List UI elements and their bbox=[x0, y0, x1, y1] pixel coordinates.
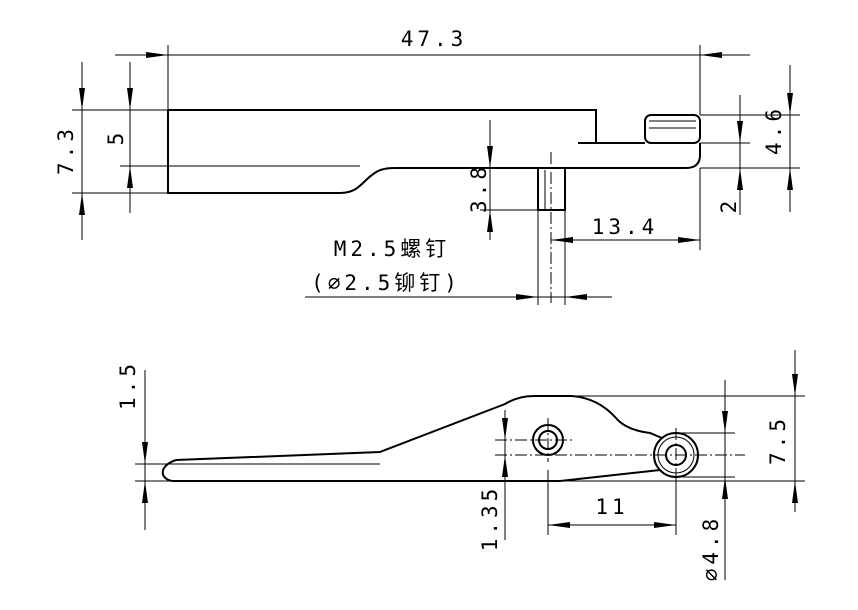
dimension-text: 13.4 bbox=[592, 215, 659, 239]
rivet-note-text: (∅2.5铆钉) bbox=[311, 271, 461, 295]
fastener-note: M2.5螺钉 (∅2.5铆钉) bbox=[305, 210, 612, 305]
arm-body-outline bbox=[167, 109, 701, 194]
extension-lines bbox=[560, 395, 805, 482]
dimension-width: 7.5 bbox=[560, 350, 805, 512]
dimension-roller-height: 4.6 bbox=[700, 65, 800, 212]
dimension-text: 7.3 bbox=[54, 125, 78, 175]
dimension-center-offset: 1.35 bbox=[478, 410, 508, 552]
dimension-text: 2 bbox=[717, 197, 741, 214]
dimension-pin-length: 3.8 bbox=[467, 120, 538, 240]
bar-outline-top bbox=[175, 395, 663, 461]
dimension-text: ∅4.8 bbox=[699, 515, 723, 582]
dimension-text: 7.5 bbox=[766, 415, 790, 465]
extension-lines bbox=[700, 114, 800, 169]
plan-view: 1.5 1.35 11 7.5 bbox=[116, 350, 805, 581]
plan-view-part bbox=[161, 395, 745, 482]
dimension-text: 1.5 bbox=[116, 360, 140, 410]
roller-centerlines bbox=[495, 428, 745, 482]
hole-centerlines bbox=[495, 418, 575, 462]
roller-head bbox=[644, 114, 701, 144]
side-view-part bbox=[167, 109, 701, 303]
dimension-text: 4.6 bbox=[762, 105, 786, 155]
extension-lines bbox=[135, 463, 185, 482]
dimension-pin-to-end: 13.4 bbox=[551, 168, 701, 250]
dimension-text: 5 bbox=[104, 129, 128, 146]
dimension-plate-offset: 2 bbox=[700, 95, 750, 215]
dimension-center-distance: 11 bbox=[547, 470, 677, 535]
dimension-text: 3.8 bbox=[467, 163, 491, 213]
extension-lines bbox=[537, 210, 566, 305]
dimension-overall-length: 47.3 bbox=[115, 27, 750, 115]
side-view: 47.3 7.3 5 3.8 bbox=[54, 27, 800, 305]
dimension-text: 1.35 bbox=[478, 485, 502, 552]
extension-lines bbox=[72, 109, 168, 194]
dimension-tip-thickness: 1.5 bbox=[116, 360, 185, 530]
screw-note-text: M2.5螺钉 bbox=[334, 237, 451, 261]
bar-tip bbox=[161, 459, 177, 482]
roller-head-lines bbox=[649, 120, 696, 129]
dimension-text: 47.3 bbox=[401, 27, 468, 51]
dimension-height-total: 7.3 bbox=[54, 62, 168, 240]
dimension-height-inner: 5 bbox=[104, 62, 180, 213]
bar-outline-bottom bbox=[172, 469, 661, 482]
dimension-text: 11 bbox=[595, 495, 628, 519]
dimension-roller-diameter: ∅4.8 bbox=[676, 380, 735, 581]
